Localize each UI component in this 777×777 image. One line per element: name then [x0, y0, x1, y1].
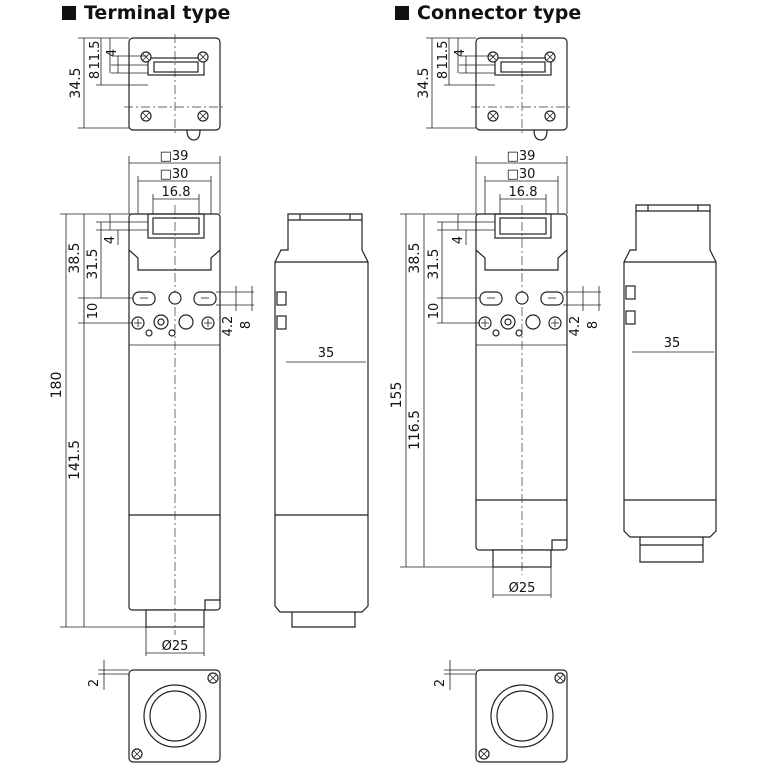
connector-type-title: Connector type: [417, 2, 582, 24]
connector-dim-31-5-label: 31.5: [426, 248, 442, 279]
connector-bottom-gap-label: 2: [433, 679, 448, 687]
terminal-side-view: [274, 213, 369, 628]
filled-square-icon: [62, 6, 76, 20]
terminal-total-length-label: 180: [49, 372, 65, 399]
terminal-top-d3-label: 4: [105, 49, 120, 57]
terminal-side-depth-label: 35: [318, 346, 335, 361]
connector-width-inner-label: □30: [507, 167, 536, 182]
connector-top-d3-label: 4: [453, 49, 468, 57]
connector-hole-4-2-label: 4.2: [568, 316, 583, 337]
connector-dim-10-label: 10: [427, 303, 442, 320]
connector-type-heading: Connector type: [395, 2, 581, 24]
connector-diameter-label: Ø25: [509, 581, 536, 596]
terminal-dim-38-5-label: 38.5: [67, 242, 83, 273]
terminal-width-outer-label: □39: [160, 149, 189, 164]
terminal-width-inner-label: □30: [160, 167, 189, 182]
connector-front-view: [400, 156, 601, 598]
connector-slot-width-label: 16.8: [509, 185, 538, 200]
connector-top-d2-label: 11.5: [436, 41, 451, 70]
connector-total-length-label: 155: [389, 382, 405, 409]
terminal-type-heading: Terminal type: [62, 2, 230, 24]
terminal-hole-4-2-label: 4.2: [221, 316, 236, 337]
terminal-hole-8-label: 8: [239, 321, 254, 329]
terminal-slot-width-label: 16.8: [162, 185, 191, 200]
connector-width-outer-label: □39: [507, 149, 536, 164]
terminal-dim-31-5-label: 31.5: [85, 248, 101, 279]
connector-body-length-label: 116.5: [407, 410, 423, 450]
terminal-top-d1-label: 8: [88, 71, 103, 79]
connector-top-height-label: 34.5: [416, 67, 432, 98]
terminal-diameter-label: Ø25: [162, 639, 189, 654]
connector-dim-4-label: 4: [451, 236, 466, 244]
terminal-top-height-label: 34.5: [68, 67, 84, 98]
terminal-front-view: [60, 156, 254, 656]
connector-side-depth-label: 35: [664, 336, 681, 351]
connector-dim-38-5-label: 38.5: [407, 242, 423, 273]
terminal-top-d2-label: 11.5: [88, 41, 103, 70]
connector-bottom-view: [444, 660, 568, 763]
terminal-dim-4-label: 4: [103, 236, 118, 244]
connector-hole-8-label: 8: [586, 321, 601, 329]
terminal-bottom-gap-label: 2: [87, 679, 102, 687]
filled-square-icon: [395, 6, 409, 20]
connector-top-d1-label: 8: [436, 71, 451, 79]
terminal-body-length-label: 141.5: [67, 440, 83, 480]
terminal-dim-10-label: 10: [86, 303, 101, 320]
connector-side-view: [623, 204, 717, 563]
terminal-bottom-view: [98, 660, 221, 763]
connector-top-view: [426, 34, 573, 141]
terminal-type-title: Terminal type: [84, 2, 231, 24]
terminal-top-view: [78, 34, 226, 141]
